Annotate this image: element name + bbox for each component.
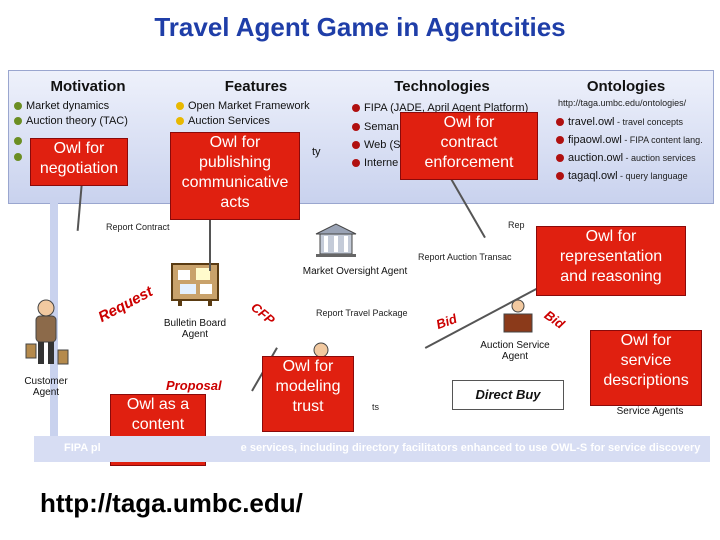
- ontologies-url: http://taga.umbc.edu/ontologies/: [558, 98, 687, 108]
- owl-negotiation-callout: Owl for negotiation: [30, 138, 128, 186]
- features-item: Open Market Framework: [176, 100, 310, 112]
- customer-figure-icon: [24, 298, 70, 370]
- bullet-icon: [556, 118, 564, 127]
- features-fragment: ty: [312, 146, 321, 158]
- bullet-icon: [352, 123, 360, 132]
- proposal-label: Proposal: [166, 378, 222, 393]
- direct-buy-arrow: Direct Buy: [452, 380, 564, 410]
- owl-service-descriptions-callout: Owl for service descriptions: [590, 330, 702, 406]
- travel-agent-label-fragment: ts: [372, 402, 380, 412]
- features-item: Auction Services: [176, 115, 270, 127]
- market-oversight-agent-label: Market Oversight Agent: [302, 266, 408, 277]
- bullet-icon: [556, 154, 564, 163]
- report-auction-label: Report Auction Transac: [418, 252, 512, 262]
- callout-pointer: [209, 211, 211, 271]
- ontologies-heading: Ontologies: [586, 78, 666, 95]
- report-contract-label: Report Contract: [106, 222, 170, 232]
- bullet-icon: [14, 117, 22, 126]
- bullet-icon: [14, 148, 26, 166]
- bullet-icon: [352, 104, 360, 113]
- bullet-icon: [176, 102, 184, 111]
- bulletin-board-agent-label: Bulletin Board Agent: [163, 318, 227, 340]
- bullet-icon: [176, 117, 184, 126]
- page-title: Travel Agent Game in Agentcities: [154, 12, 566, 42]
- bullet-icon: [14, 102, 22, 111]
- report-label: Rep: [508, 220, 525, 230]
- project-url-link[interactable]: http://taga.umbc.edu/: [40, 488, 303, 518]
- bullet-icon: [352, 141, 360, 150]
- request-label: Request: [95, 283, 156, 326]
- owl-publishing-callout: Owl for publishing communicative acts: [170, 132, 300, 220]
- auction-service-agent-label: Auction Service Agent: [480, 340, 550, 362]
- bullet-icon: [352, 159, 360, 168]
- report-travel-label: Report Travel Package: [316, 308, 408, 318]
- customer-agent-label: Customer Agent: [24, 376, 68, 398]
- bullet-icon: [14, 132, 26, 150]
- bulletin-board-icon: [170, 262, 220, 306]
- technologies-heading: Technologies: [394, 78, 490, 95]
- auctioneer-icon: [496, 298, 540, 334]
- bid-right-label: Bid: [541, 307, 568, 332]
- features-heading: Features: [224, 78, 288, 95]
- technologies-item: Web (S: [352, 139, 400, 151]
- cfp-label: CFP: [248, 299, 278, 328]
- service-agents-label: Service Agents: [616, 406, 684, 417]
- owl-representation-callout: Owl for representation and reasoning: [536, 226, 686, 296]
- motivation-item: Auction theory (TAC): [14, 115, 128, 127]
- owl-trust-callout: Owl for modeling trust: [262, 356, 354, 432]
- ontology-item: fipaowl.owl - FIPA content lang.: [556, 134, 703, 146]
- footer-band: [34, 436, 710, 462]
- bullet-icon: [556, 136, 564, 145]
- technologies-item: Seman: [352, 121, 399, 133]
- motivation-item: Market dynamics: [14, 100, 109, 112]
- technologies-item: FIPA (JADE, April Agent Platform): [352, 102, 528, 114]
- ontology-item: auction.owl - auction services: [556, 152, 696, 164]
- market-building-icon: [312, 222, 360, 258]
- technologies-item: Interne: [352, 157, 398, 169]
- bullet-icon: [556, 172, 564, 181]
- owl-contract-callout: Owl for contract enforcement: [400, 112, 538, 180]
- ontology-item: travel.owl - travel concepts: [556, 116, 683, 128]
- ontology-item: tagaql.owl - query language: [556, 170, 688, 182]
- direct-buy-label: Direct Buy: [475, 387, 541, 402]
- bid-left-label: Bid: [434, 310, 459, 333]
- motivation-heading: Motivation: [50, 78, 126, 95]
